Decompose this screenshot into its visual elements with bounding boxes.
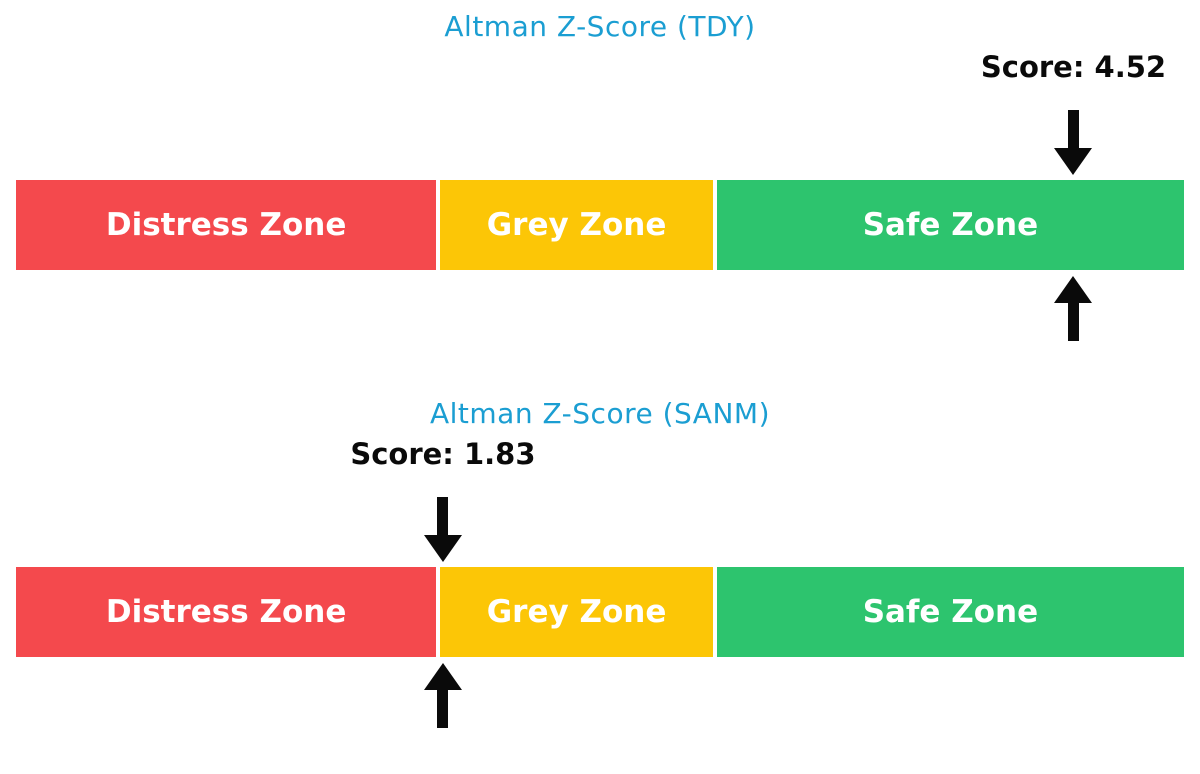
gauge-chart-sanm: Altman Z-Score (SANM) Score: 1.83 Distre…	[0, 387, 1200, 774]
arrow-head	[423, 663, 462, 690]
zone-label: Grey Zone	[486, 207, 667, 243]
down-arrow-icon	[1054, 110, 1093, 175]
zone-segment-distress: Distress Zone	[14, 565, 439, 659]
arrow-stem	[437, 497, 449, 535]
arrow-head	[423, 535, 462, 562]
arrow-stem	[1067, 303, 1079, 341]
zone-segment-distress: Distress Zone	[14, 178, 439, 272]
zone-segment-grey: Grey Zone	[438, 565, 715, 659]
zone-bar: Distress Zone Grey Zone Safe Zone	[14, 178, 1186, 272]
up-arrow-icon	[423, 663, 462, 728]
score-value-label: Score: 1.83	[350, 437, 536, 471]
zone-segment-safe: Safe Zone	[714, 565, 1186, 659]
zone-segment-safe: Safe Zone	[714, 178, 1186, 272]
arrow-stem	[437, 690, 449, 728]
zone-label: Safe Zone	[862, 207, 1039, 243]
score-value-label: Score: 4.52	[980, 50, 1167, 84]
zone-label: Grey Zone	[486, 594, 667, 630]
down-arrow-icon	[423, 497, 462, 562]
zone-label: Distress Zone	[105, 594, 347, 630]
chart-title: Altman Z-Score (TDY)	[444, 10, 756, 43]
arrow-head	[1054, 148, 1093, 175]
chart-title: Altman Z-Score (SANM)	[429, 397, 770, 430]
marker-track: Score: 1.83	[14, 387, 1186, 774]
zone-segment-grey: Grey Zone	[438, 178, 715, 272]
gauge-chart-tdy: Altman Z-Score (TDY) Score: 4.52 Distres…	[14, 0, 1186, 387]
zone-bar: Distress Zone Grey Zone Safe Zone	[14, 565, 1186, 659]
zone-label: Safe Zone	[862, 594, 1039, 630]
arrow-head	[1054, 276, 1093, 303]
up-arrow-icon	[1054, 276, 1093, 341]
zone-label: Distress Zone	[105, 207, 347, 243]
marker-track: Score: 4.52	[14, 0, 1186, 387]
arrow-stem	[1067, 110, 1079, 148]
